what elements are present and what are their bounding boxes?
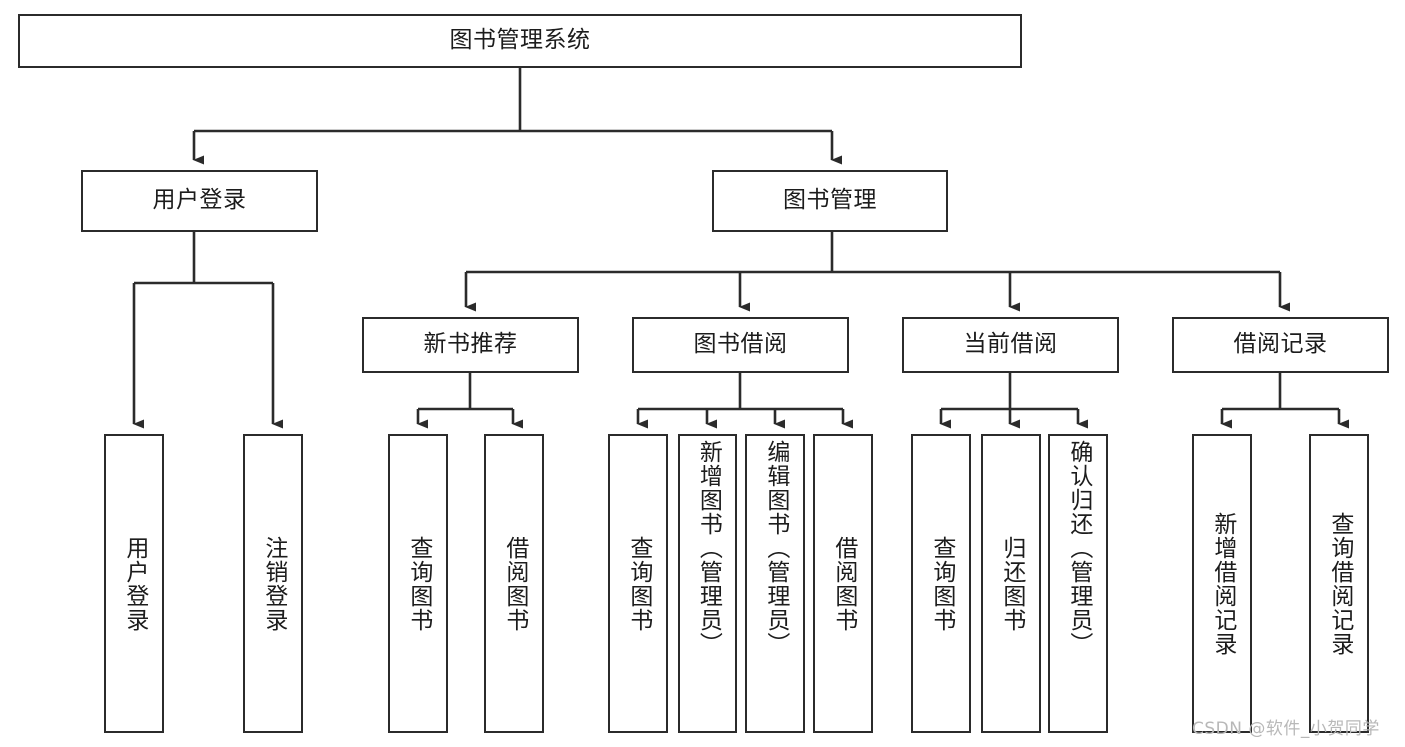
node-leaf-user-logout[interactable]: 注销登录: [243, 434, 303, 733]
node-leaf-borrow-book-2[interactable]: 借阅图书: [813, 434, 873, 733]
node-leaf-user-logout-label: 注销登录: [260, 535, 287, 632]
node-root-label: 图书管理系统: [449, 27, 591, 54]
node-leaf-user-login-label: 用户登录: [121, 535, 148, 632]
node-book-manage[interactable]: 图书管理: [712, 170, 948, 232]
node-leaf-query-record-label: 查询借阅记录: [1326, 511, 1353, 656]
node-leaf-add-record[interactable]: 新增借阅记录: [1192, 434, 1252, 733]
node-current-borrow[interactable]: 当前借阅: [902, 317, 1119, 373]
watermark: CSDN @软件_小贺同学: [1192, 719, 1380, 739]
node-leaf-query-book-1[interactable]: 查询图书: [388, 434, 448, 733]
node-root[interactable]: 图书管理系统: [18, 14, 1022, 68]
node-book-borrow[interactable]: 图书借阅: [632, 317, 849, 373]
node-user-login-label: 用户登录: [152, 187, 247, 214]
node-book-manage-label: 图书管理: [783, 187, 877, 214]
node-leaf-borrow-book-1[interactable]: 借阅图书: [484, 434, 544, 733]
node-leaf-borrow-book-2-label: 借阅图书: [830, 535, 857, 632]
node-leaf-confirm-return-label: 确认归还（管理员）: [1065, 440, 1092, 656]
node-new-book-recommend-label: 新书推荐: [423, 331, 518, 358]
node-leaf-edit-book[interactable]: 编辑图书（管理员）: [745, 434, 805, 733]
node-leaf-query-book-1-label: 查询图书: [405, 535, 432, 632]
node-leaf-confirm-return[interactable]: 确认归还（管理员）: [1048, 434, 1108, 733]
node-leaf-user-login[interactable]: 用户登录: [104, 434, 164, 733]
node-leaf-query-book-2[interactable]: 查询图书: [608, 434, 668, 733]
node-leaf-query-book-3[interactable]: 查询图书: [911, 434, 971, 733]
node-user-login[interactable]: 用户登录: [81, 170, 318, 232]
node-new-book-recommend[interactable]: 新书推荐: [362, 317, 579, 373]
node-leaf-add-record-label: 新增借阅记录: [1209, 511, 1236, 656]
node-leaf-query-book-3-label: 查询图书: [928, 535, 955, 632]
node-leaf-query-record[interactable]: 查询借阅记录: [1309, 434, 1369, 733]
node-borrow-record[interactable]: 借阅记录: [1172, 317, 1389, 373]
node-borrow-record-label: 借阅记录: [1233, 331, 1328, 358]
node-leaf-query-book-2-label: 查询图书: [625, 535, 652, 632]
node-leaf-return-book[interactable]: 归还图书: [981, 434, 1041, 733]
node-leaf-edit-book-label: 编辑图书（管理员）: [762, 440, 789, 656]
node-leaf-borrow-book-1-label: 借阅图书: [501, 535, 528, 632]
node-current-borrow-label: 当前借阅: [963, 331, 1058, 358]
node-leaf-add-book[interactable]: 新增图书（管理员）: [678, 434, 737, 733]
node-leaf-add-book-label: 新增图书（管理员）: [695, 440, 722, 656]
node-leaf-return-book-label: 归还图书: [998, 535, 1025, 632]
node-book-borrow-label: 图书借阅: [693, 331, 788, 358]
